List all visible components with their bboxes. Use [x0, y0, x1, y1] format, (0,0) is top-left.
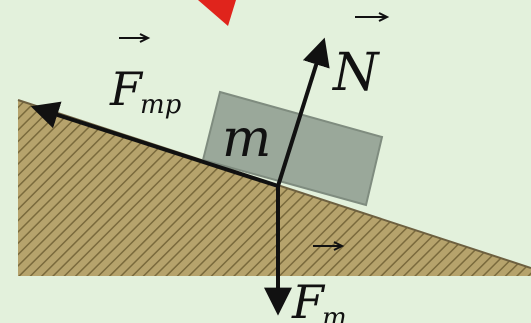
- gravity-force-label: F т: [291, 241, 347, 323]
- gravity-force-subscript: т: [322, 303, 347, 323]
- friction-force-vector: [30, 101, 279, 188]
- gravity-vector-bar-head: [333, 241, 345, 251]
- normal-force-symbol: N: [331, 43, 380, 103]
- normal-force-label: N: [331, 12, 390, 103]
- normal-force-vector: [276, 37, 330, 187]
- friction-vector-bar-head: [139, 33, 151, 43]
- block: [201, 90, 384, 207]
- block-mass-label: m: [222, 109, 271, 169]
- gravity-force-symbol: F: [291, 275, 326, 323]
- red-mark: [198, 0, 236, 26]
- friction-force-label: F тр: [109, 33, 182, 120]
- friction-force-subscript: тр: [140, 90, 182, 120]
- friction-force-symbol: F: [109, 62, 144, 116]
- normal-vector-bar-head: [378, 12, 390, 22]
